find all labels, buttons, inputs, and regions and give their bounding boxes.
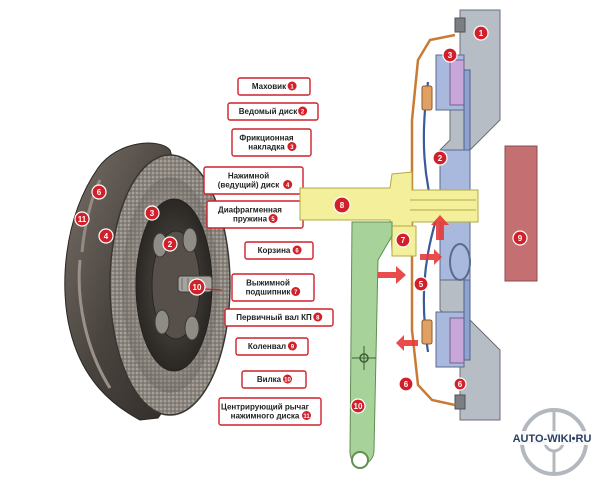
label-text: Ведомый диск: [239, 107, 298, 116]
photo-marker: 6: [91, 184, 107, 200]
photo-marker: 10: [188, 278, 206, 296]
section-marker: 7: [395, 232, 411, 248]
label-number: 11: [303, 414, 310, 420]
label-text: Диафрагменная: [218, 206, 282, 215]
section-marker: 9: [512, 230, 528, 246]
label-number-badge: [287, 81, 297, 91]
section-marker: 6: [398, 376, 414, 392]
svg-text:6: 6: [404, 380, 409, 389]
watermark-text: AUTO-WIKI•RU: [513, 433, 592, 445]
label-number: 7: [294, 290, 298, 296]
label-number-badge: [313, 312, 323, 322]
section-marker: 6: [453, 377, 467, 391]
label-8: Первичный вал КП 8: [224, 308, 334, 327]
section-markers: 1 3 2 8 7 5 6 9 10 6: [333, 25, 528, 414]
label-text: Нажимной: [228, 172, 269, 181]
watermark: AUTO-WIKI•RU: [510, 408, 594, 476]
svg-text:7: 7: [401, 236, 406, 245]
label-9: Коленвал 9: [235, 337, 309, 356]
label-text: подшипник: [246, 288, 292, 297]
svg-text:6: 6: [458, 380, 463, 389]
section-marker: 1: [473, 25, 489, 41]
photo-marker: 4: [98, 228, 114, 244]
section-marker: 10: [350, 398, 366, 414]
label-box: [241, 370, 307, 389]
input-shaft: [299, 171, 479, 253]
svg-text:2: 2: [438, 154, 443, 163]
svg-text:4: 4: [104, 232, 109, 241]
label-box: [227, 102, 319, 121]
label-number: 2: [301, 110, 305, 116]
label-text: Коленвал: [248, 342, 286, 351]
label-box: [203, 166, 304, 195]
crankshaft: [504, 145, 538, 282]
label-number-badge: [283, 180, 293, 189]
clutch-photo: [64, 142, 231, 421]
svg-text:9: 9: [518, 234, 523, 243]
release-fork: [349, 221, 393, 465]
label-text: Центрирующий рычаг: [221, 403, 310, 412]
svg-text:5: 5: [419, 280, 424, 289]
label-number: 9: [291, 345, 295, 351]
label-number-badge: [302, 411, 311, 420]
svg-text:10: 10: [354, 402, 363, 411]
label-text: (ведущий) диск: [218, 181, 280, 190]
svg-text:11: 11: [78, 215, 87, 224]
label-text: Вилка: [257, 375, 282, 384]
label-text: пружина: [233, 215, 268, 224]
svg-text:10: 10: [193, 283, 202, 292]
label-number: 5: [271, 217, 275, 223]
label-box: [218, 397, 322, 426]
label-number: 3: [290, 145, 294, 151]
photo-marker: 11: [74, 211, 90, 227]
label-number-badge: [287, 142, 297, 151]
photo-markers: 6 11 4 3 2 10: [74, 184, 206, 296]
label-number: 4: [286, 183, 290, 189]
label-number: 10: [284, 378, 291, 384]
label-text: Выжимной: [246, 279, 290, 288]
label-text: Первичный вал КП: [236, 313, 312, 322]
svg-text:8: 8: [340, 201, 345, 210]
section-marker: 2: [432, 150, 448, 166]
label-number-badge: [287, 341, 297, 351]
svg-text:3: 3: [150, 209, 155, 218]
label-number: 1: [290, 85, 294, 91]
label-number-badge: [292, 245, 302, 255]
label-4: Нажимной(ведущий) диск 4: [203, 166, 304, 195]
label-number-badge: [298, 106, 308, 116]
label-number-badge: [291, 287, 301, 296]
label-number: 8: [316, 316, 320, 322]
svg-text:1: 1: [479, 29, 484, 38]
label-text: Маховик: [252, 82, 287, 91]
photo-marker: 2: [162, 236, 178, 252]
section-marker: 3: [442, 47, 458, 63]
label-text: Фрикционная: [239, 134, 293, 143]
label-box: [224, 308, 334, 327]
label-number: 6: [295, 249, 299, 255]
label-text: Корзина: [258, 246, 291, 255]
section-marker: 5: [413, 276, 429, 292]
photo-marker: 3: [144, 205, 160, 221]
section-marker: 8: [333, 196, 351, 214]
clutch-cross-section: [299, 9, 538, 469]
svg-text:6: 6: [97, 188, 102, 197]
label-6: Корзина 6: [244, 241, 314, 260]
label-text: нажимного диска: [231, 412, 300, 421]
svg-text:3: 3: [448, 51, 453, 60]
label-text: накладка: [248, 143, 285, 152]
label-number-badge: [268, 214, 278, 223]
svg-text:2: 2: [168, 240, 173, 249]
label-number-badge: [283, 374, 292, 384]
